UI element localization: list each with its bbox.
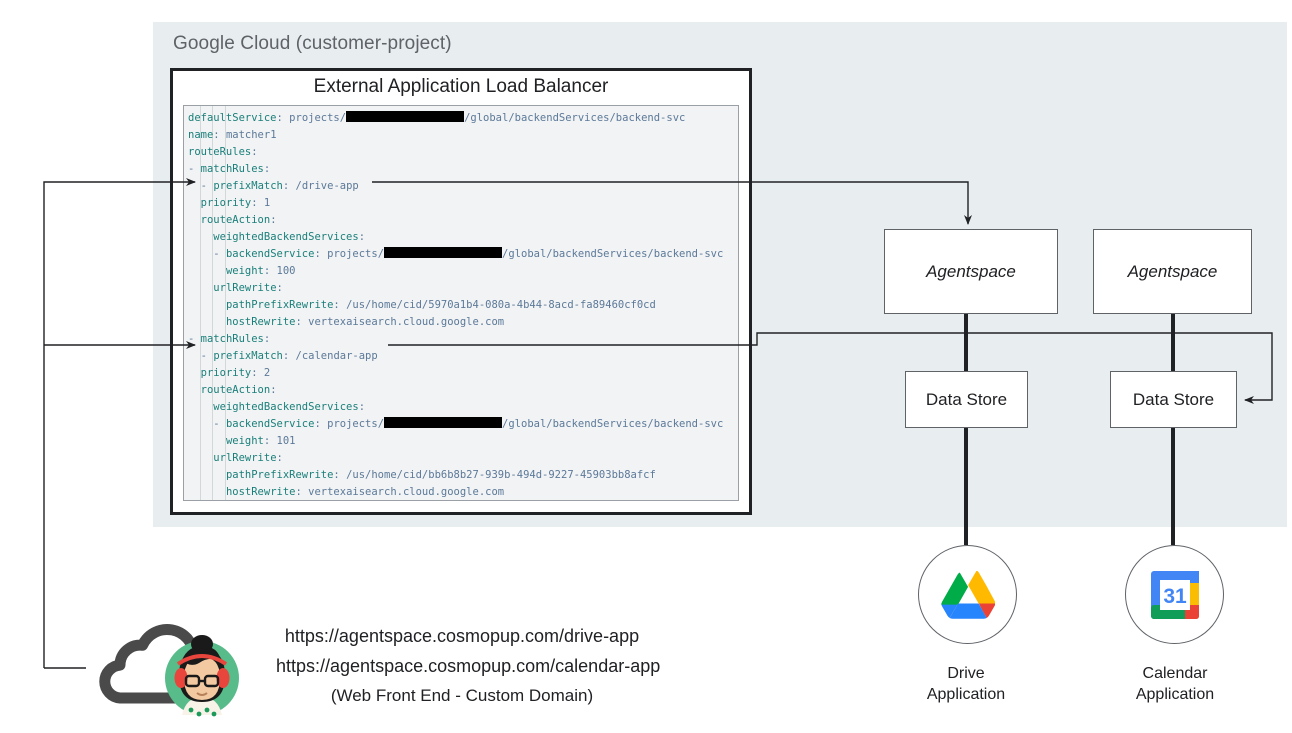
- frontend-caption: (Web Front End - Custom Domain): [330, 686, 594, 705]
- google-drive-icon: [940, 570, 995, 619]
- indent-guide-2: [212, 106, 214, 500]
- code-line-drive-app: - prefixMatch: /drive-app: [200, 180, 359, 192]
- frontend-url-block: https://agentspace.cosmopup.com/drive-ap…: [276, 621, 661, 711]
- load-balancer-title: External Application Load Balancer: [313, 76, 609, 97]
- cloud-user-icon: [78, 620, 258, 720]
- code-line: urlRewrite:: [213, 452, 283, 464]
- agentspace-node-2[interactable]: Agentspace: [1093, 229, 1252, 314]
- code-line: routeAction:: [200, 214, 277, 226]
- google-calendar-icon: 31: [1150, 570, 1199, 619]
- code-line: priority: 2: [200, 367, 271, 379]
- code-line: weight: 101: [225, 435, 296, 447]
- code-line: pathPrefixRewrite: /us/home/cid/5970a1b4…: [225, 299, 656, 311]
- code-line: routeAction:: [200, 384, 277, 396]
- calendar-app-url[interactable]: https://agentspace.cosmopup.com/calendar…: [276, 656, 661, 676]
- wire-drive-rule-to-agentspace-1: [372, 181, 972, 225]
- drive-application-label: Drive Application: [876, 663, 1056, 705]
- drive-application-icon-circle[interactable]: [918, 545, 1017, 644]
- code-line: routeRules:: [188, 146, 258, 158]
- calendar-day-number: 31: [1163, 585, 1187, 608]
- code-line: defaultService: projects/ /global/backen…: [188, 111, 686, 124]
- code-line: hostRewrite: vertexaisearch.cloud.google…: [225, 316, 505, 328]
- code-line: hostRewrite: vertexaisearch.cloud.google…: [225, 486, 505, 498]
- code-line-calendar-app: - prefixMatch: /calendar-app: [200, 350, 378, 362]
- code-line: - backendService: projects/ /global/back…: [213, 247, 724, 260]
- code-line: name: matcher1: [188, 129, 277, 141]
- code-line: - matchRules:: [188, 333, 271, 345]
- calendar-label-line1: Calendar: [1142, 665, 1208, 682]
- calendar-label-line2: Application: [1135, 686, 1215, 703]
- calendar-application-label: Calendar Application: [1085, 663, 1265, 705]
- avatar: [165, 635, 239, 717]
- wire-calendar-rule-to-datastore-2: [388, 332, 1273, 404]
- code-line: weightedBackendServices:: [213, 401, 366, 413]
- data-store-node-1[interactable]: Data Store: [905, 371, 1028, 428]
- data-store-node-2[interactable]: Data Store: [1110, 371, 1237, 428]
- drive-label-line2: Application: [926, 686, 1006, 703]
- google-cloud-title: Google Cloud (customer-project): [173, 33, 452, 54]
- indent-guide-1: [199, 106, 201, 500]
- code-line: - backendService: projects/ /global/back…: [213, 417, 724, 430]
- code-line: - matchRules:: [188, 163, 271, 175]
- wire-user-to-drive-rule: [43, 178, 196, 668]
- code-line: pathPrefixRewrite: /us/home/cid/bb6b8b27…: [225, 469, 656, 481]
- calendar-application-icon-circle[interactable]: 31: [1125, 545, 1224, 644]
- code-line: priority: 1: [200, 197, 271, 209]
- indent-guide-3: [224, 106, 226, 500]
- drive-label-line1: Drive: [947, 665, 985, 682]
- code-line: weightedBackendServices:: [213, 231, 366, 243]
- agentspace-node-1[interactable]: Agentspace: [884, 229, 1058, 314]
- url-map-yaml-code-block: defaultService: projects/ /global/backen…: [183, 105, 739, 501]
- code-line: urlRewrite:: [213, 282, 283, 294]
- drive-app-url[interactable]: https://agentspace.cosmopup.com/drive-ap…: [284, 626, 640, 646]
- code-line: weight: 100: [225, 265, 296, 277]
